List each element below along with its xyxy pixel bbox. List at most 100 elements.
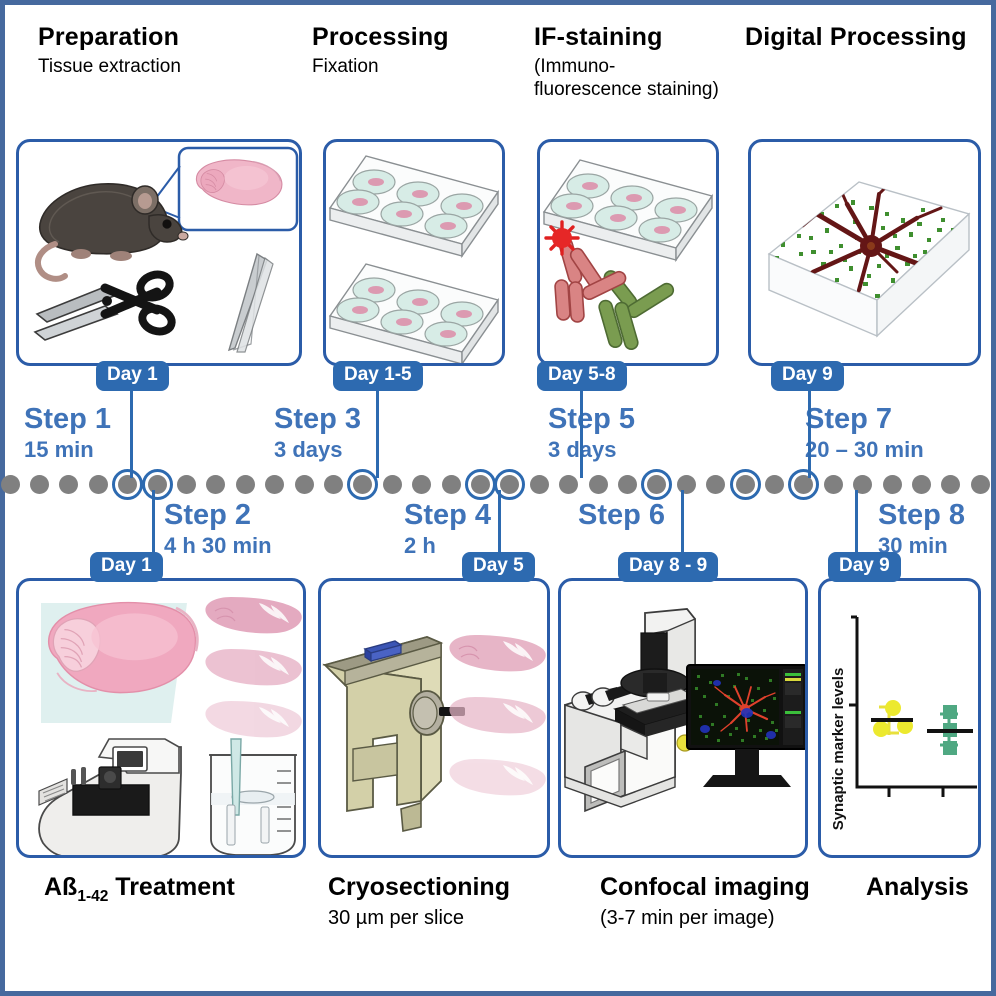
- timeline-dot: [882, 475, 902, 494]
- panel-cryosectioning: [318, 578, 550, 858]
- abeta-treatment-illustration: [38, 597, 302, 855]
- step-label-6: Step 6: [578, 500, 665, 533]
- timeline-dot: [323, 475, 343, 494]
- timeline: [0, 468, 996, 500]
- tissue-extraction-illustration: [33, 146, 299, 353]
- timeline-dot: [441, 475, 461, 494]
- step-label-4: Step 4 2 h: [404, 500, 491, 559]
- chart-y-axis-label: Synaptic marker levels: [830, 668, 847, 831]
- connector-step-7: [808, 390, 811, 478]
- panel-fixation: [323, 139, 505, 366]
- timeline-dot: [88, 475, 108, 494]
- connector-step-5: [580, 390, 583, 478]
- day-badge-panel-6: Day 5: [462, 552, 535, 582]
- timeline-dot: [0, 475, 20, 494]
- step-label-5: Step 5 3 days: [548, 404, 635, 463]
- timeline-dot: [764, 475, 784, 494]
- day-badge-panel-7: Day 8 - 9: [618, 552, 719, 582]
- panel-tissue-extraction: [16, 139, 302, 366]
- timeline-dot: [265, 475, 285, 494]
- timeline-dot: [970, 475, 990, 494]
- day-badge-panel-4: Day 9: [771, 361, 844, 391]
- timeline-dot: [617, 475, 637, 494]
- day-badge-panel-8: Day 9: [828, 552, 901, 582]
- timeline-step-marker: [464, 469, 496, 500]
- caption-subtitle: 30 µm per slice: [328, 907, 465, 930]
- header-preparation: Preparation Tissue extraction: [38, 24, 181, 79]
- step-duration: 4 h 30 min: [164, 533, 272, 559]
- timeline-step-marker: [141, 469, 173, 500]
- timeline-dot: [588, 475, 608, 494]
- timeline-dot: [206, 475, 226, 494]
- day-badge-panel-3: Day 5-8: [537, 361, 627, 391]
- connector-step-1: [130, 390, 133, 478]
- confocal-imaging-illustration: [564, 608, 805, 813]
- day-badge-panel-1: Day 1: [96, 361, 169, 391]
- timeline-step-marker: [494, 469, 526, 500]
- timeline-step-marker: [112, 469, 144, 500]
- chart-group-2: [927, 705, 973, 755]
- timeline-step-marker: [729, 469, 761, 500]
- connector-step-4: [498, 490, 501, 556]
- timeline-dot: [176, 475, 196, 494]
- timeline-step-marker: [347, 469, 379, 500]
- header-subtitle: Tissue extraction: [38, 56, 181, 78]
- header-title: IF-staining: [534, 23, 663, 51]
- timeline-dot: [706, 475, 726, 494]
- connector-step-6: [681, 490, 684, 556]
- timeline-dot: [823, 475, 843, 494]
- panel-analysis: Synaptic marker levels: [818, 578, 981, 858]
- caption-subtitle: (3-7 min per image): [600, 907, 775, 930]
- step-name: Step 5: [548, 403, 636, 435]
- step-label-3: Step 3 3 days: [274, 404, 361, 463]
- step-duration: 20 – 30 min: [805, 437, 924, 463]
- caption-title: Analysis: [866, 873, 969, 901]
- step-duration: 3 days: [274, 437, 343, 463]
- connector-step-8: [855, 490, 858, 556]
- caption-title: Aß1-42 Treatment: [44, 873, 235, 905]
- header-if-staining: IF-staining (Immuno- fluorescence staini…: [534, 24, 719, 102]
- timeline-dot: [676, 475, 696, 494]
- caption-title: Cryosectioning: [328, 873, 510, 901]
- header-title: Processing: [312, 23, 449, 51]
- header-title: Digital Processing: [745, 23, 967, 51]
- panel-digital-processing: [748, 139, 981, 366]
- timeline-dot: [941, 475, 961, 494]
- step-name: Step 4: [404, 499, 492, 531]
- fixation-well-plates-illustration: [328, 155, 500, 363]
- caption-confocal-imaging: Confocal imaging (3-7 min per image): [600, 874, 810, 930]
- step-label-8: Step 8 30 min: [878, 500, 965, 559]
- step-name: Step 6: [578, 499, 666, 531]
- timeline-dot: [235, 475, 255, 494]
- timeline-dot: [412, 475, 432, 494]
- chart-group-1: [871, 700, 913, 737]
- connector-step-2: [152, 490, 155, 556]
- header-digital-processing: Digital Processing: [745, 24, 967, 56]
- step-duration: 15 min: [24, 437, 94, 463]
- header-subtitle: (Immuno- fluorescence staining): [534, 56, 719, 101]
- digital-3d-reconstruction-illustration: [767, 181, 971, 338]
- timeline-dot: [382, 475, 402, 494]
- timeline-dot: [853, 475, 873, 494]
- header-subtitle: Fixation: [312, 56, 379, 78]
- caption-abeta-treatment: Aß1-42 Treatment: [44, 874, 235, 911]
- header-title: Preparation: [38, 23, 180, 51]
- timeline-dot: [59, 475, 79, 494]
- if-staining-antibody-illustration: [542, 159, 714, 350]
- header-processing: Processing Fixation: [312, 24, 449, 79]
- panel-abeta-treatment: [16, 578, 306, 858]
- step-name: Step 1: [24, 403, 112, 435]
- timeline-step-marker: [788, 469, 820, 500]
- timeline-dot: [529, 475, 549, 494]
- panel-confocal-imaging: [558, 578, 808, 858]
- day-badge-panel-2: Day 1-5: [333, 361, 423, 391]
- step-label-1: Step 1 15 min: [24, 404, 111, 463]
- caption-title: Confocal imaging: [600, 873, 810, 901]
- analysis-scatter-plot: Synaptic marker levels: [830, 615, 977, 831]
- timeline-dot: [911, 475, 931, 494]
- step-label-2: Step 2 4 h 30 min: [164, 500, 272, 559]
- day-badge-panel-5: Day 1: [90, 552, 163, 582]
- caption-cryosectioning: Cryosectioning 30 µm per slice: [328, 874, 510, 930]
- caption-analysis: Analysis: [866, 874, 969, 906]
